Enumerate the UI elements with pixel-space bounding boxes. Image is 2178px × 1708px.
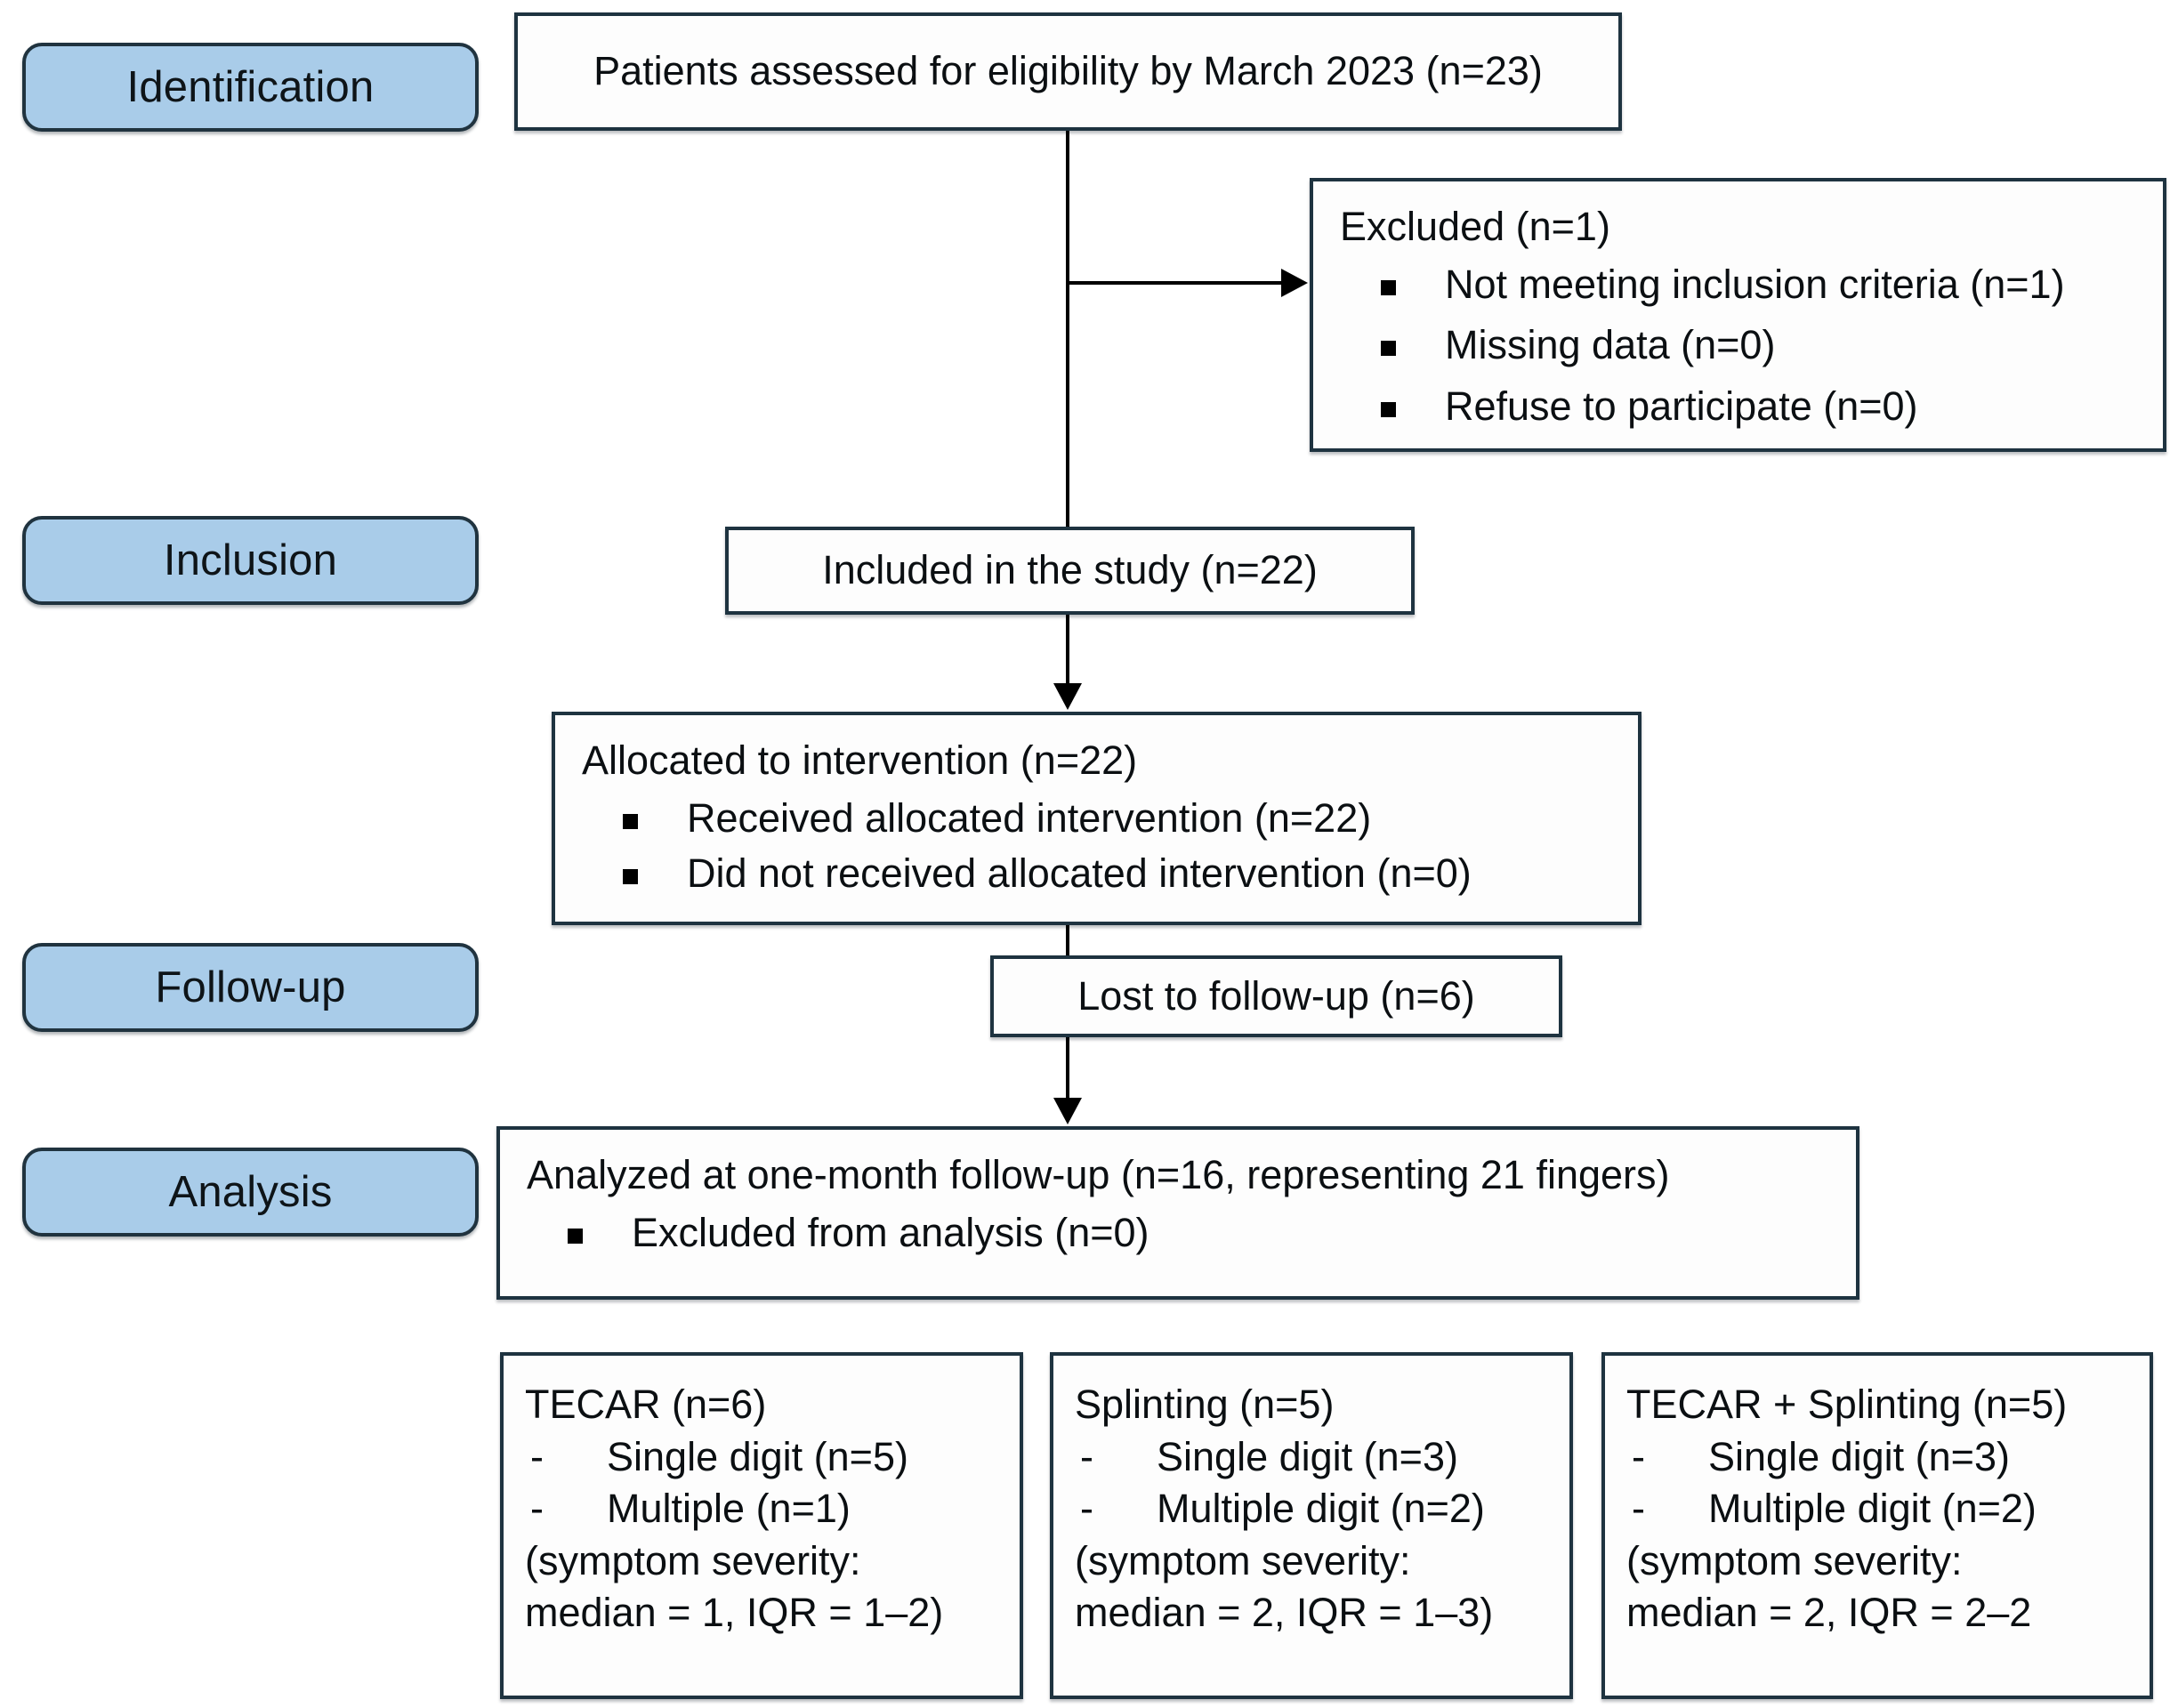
connector-included-to-allocated <box>1066 615 1069 686</box>
stage-label-identification: Identification <box>22 43 479 132</box>
list-item: Not meeting inclusion criteria (n=1) <box>1340 259 2140 311</box>
stage-label-inclusion-text: Inclusion <box>163 536 338 584</box>
connector-assessed-to-included <box>1066 131 1069 528</box>
node-excluded-title: Excluded (n=1) <box>1340 204 1610 249</box>
arm-box-tecar-splinting: TECAR + Splinting (n=5) Single digit (n=… <box>1601 1352 2153 1699</box>
node-analyzed: Analyzed at one-month follow-up (n=16, r… <box>496 1126 1859 1300</box>
arm-tecar-title: TECAR (n=6) <box>525 1382 767 1427</box>
list-item: Missing data (n=0) <box>1340 319 2140 372</box>
arm-tecar-splinting-list: Single digit (n=3) Multiple digit (n=2) <box>1626 1431 2139 1535</box>
node-allocated-list: Received allocated intervention (n=22) D… <box>582 793 1615 900</box>
arm-tecar-list: Single digit (n=5) Multiple (n=1) <box>525 1431 1009 1535</box>
arm-tecar-note-line1: (symptom severity: <box>525 1537 861 1583</box>
stage-label-identification-text: Identification <box>126 63 375 111</box>
list-item: Received allocated intervention (n=22) <box>582 793 1615 845</box>
node-allocated-title: Allocated to intervention (n=22) <box>582 737 1138 783</box>
list-item: Single digit (n=3) <box>1626 1431 2139 1484</box>
arrowhead-to-allocated-icon <box>1053 683 1082 710</box>
list-item: Single digit (n=5) <box>525 1431 1009 1484</box>
arm-tecar-splinting-title: TECAR + Splinting (n=5) <box>1626 1382 2068 1427</box>
arm-splinting-note-line1: (symptom severity: <box>1075 1537 1411 1583</box>
node-assessed-for-eligibility-text: Patients assessed for eligibility by Mar… <box>593 48 1543 94</box>
arrowhead-to-excluded-icon <box>1281 269 1308 297</box>
stage-label-analysis-text: Analysis <box>168 1168 333 1216</box>
stage-label-inclusion: Inclusion <box>22 516 479 605</box>
arm-box-tecar: TECAR (n=6) Single digit (n=5) Multiple … <box>500 1352 1023 1699</box>
node-allocated-to-intervention: Allocated to intervention (n=22) Receive… <box>552 712 1642 925</box>
list-item: Single digit (n=3) <box>1075 1431 1559 1484</box>
stage-label-follow-up: Follow-up <box>22 943 479 1032</box>
node-excluded: Excluded (n=1) Not meeting inclusion cri… <box>1310 178 2166 452</box>
node-analyzed-title: Analyzed at one-month follow-up (n=16, r… <box>527 1152 1670 1197</box>
node-lost-to-follow-up: Lost to follow-up (n=6) <box>990 955 1562 1037</box>
connector-allocated-to-lost <box>1066 925 1069 957</box>
node-included-in-study: Included in the study (n=22) <box>725 527 1415 615</box>
stage-label-analysis: Analysis <box>22 1148 479 1237</box>
list-item: Multiple (n=1) <box>525 1483 1009 1535</box>
stage-label-follow-up-text: Follow-up <box>155 963 346 1011</box>
node-lost-to-follow-up-text: Lost to follow-up (n=6) <box>1077 972 1475 1019</box>
connector-assessed-to-excluded <box>1066 281 1287 285</box>
arrowhead-to-analysis-icon <box>1053 1098 1082 1124</box>
list-item: Excluded from analysis (n=0) <box>527 1207 1833 1260</box>
arm-box-splinting: Splinting (n=5) Single digit (n=3) Multi… <box>1050 1352 1573 1699</box>
arm-splinting-list: Single digit (n=3) Multiple digit (n=2) <box>1075 1431 1559 1535</box>
node-analyzed-list: Excluded from analysis (n=0) <box>527 1207 1833 1260</box>
node-assessed-for-eligibility: Patients assessed for eligibility by Mar… <box>514 12 1622 131</box>
list-item: Multiple digit (n=2) <box>1075 1483 1559 1535</box>
node-included-in-study-text: Included in the study (n=22) <box>822 547 1318 593</box>
node-excluded-list: Not meeting inclusion criteria (n=1) Mis… <box>1340 259 2140 433</box>
connector-lost-to-analysis <box>1066 1037 1069 1101</box>
arm-splinting-title: Splinting (n=5) <box>1075 1382 1335 1427</box>
arm-tecar-note-line2: median = 1, IQR = 1–2) <box>525 1590 944 1635</box>
arm-tecar-splinting-note-line1: (symptom severity: <box>1626 1537 1963 1583</box>
list-item: Did not received allocated intervention … <box>582 848 1615 900</box>
arm-tecar-splinting-note-line2: median = 2, IQR = 2–2 <box>1626 1590 2032 1635</box>
list-item: Multiple digit (n=2) <box>1626 1483 2139 1535</box>
list-item: Refuse to participate (n=0) <box>1340 381 2140 433</box>
arm-splinting-note-line2: median = 2, IQR = 1–3) <box>1075 1590 1494 1635</box>
